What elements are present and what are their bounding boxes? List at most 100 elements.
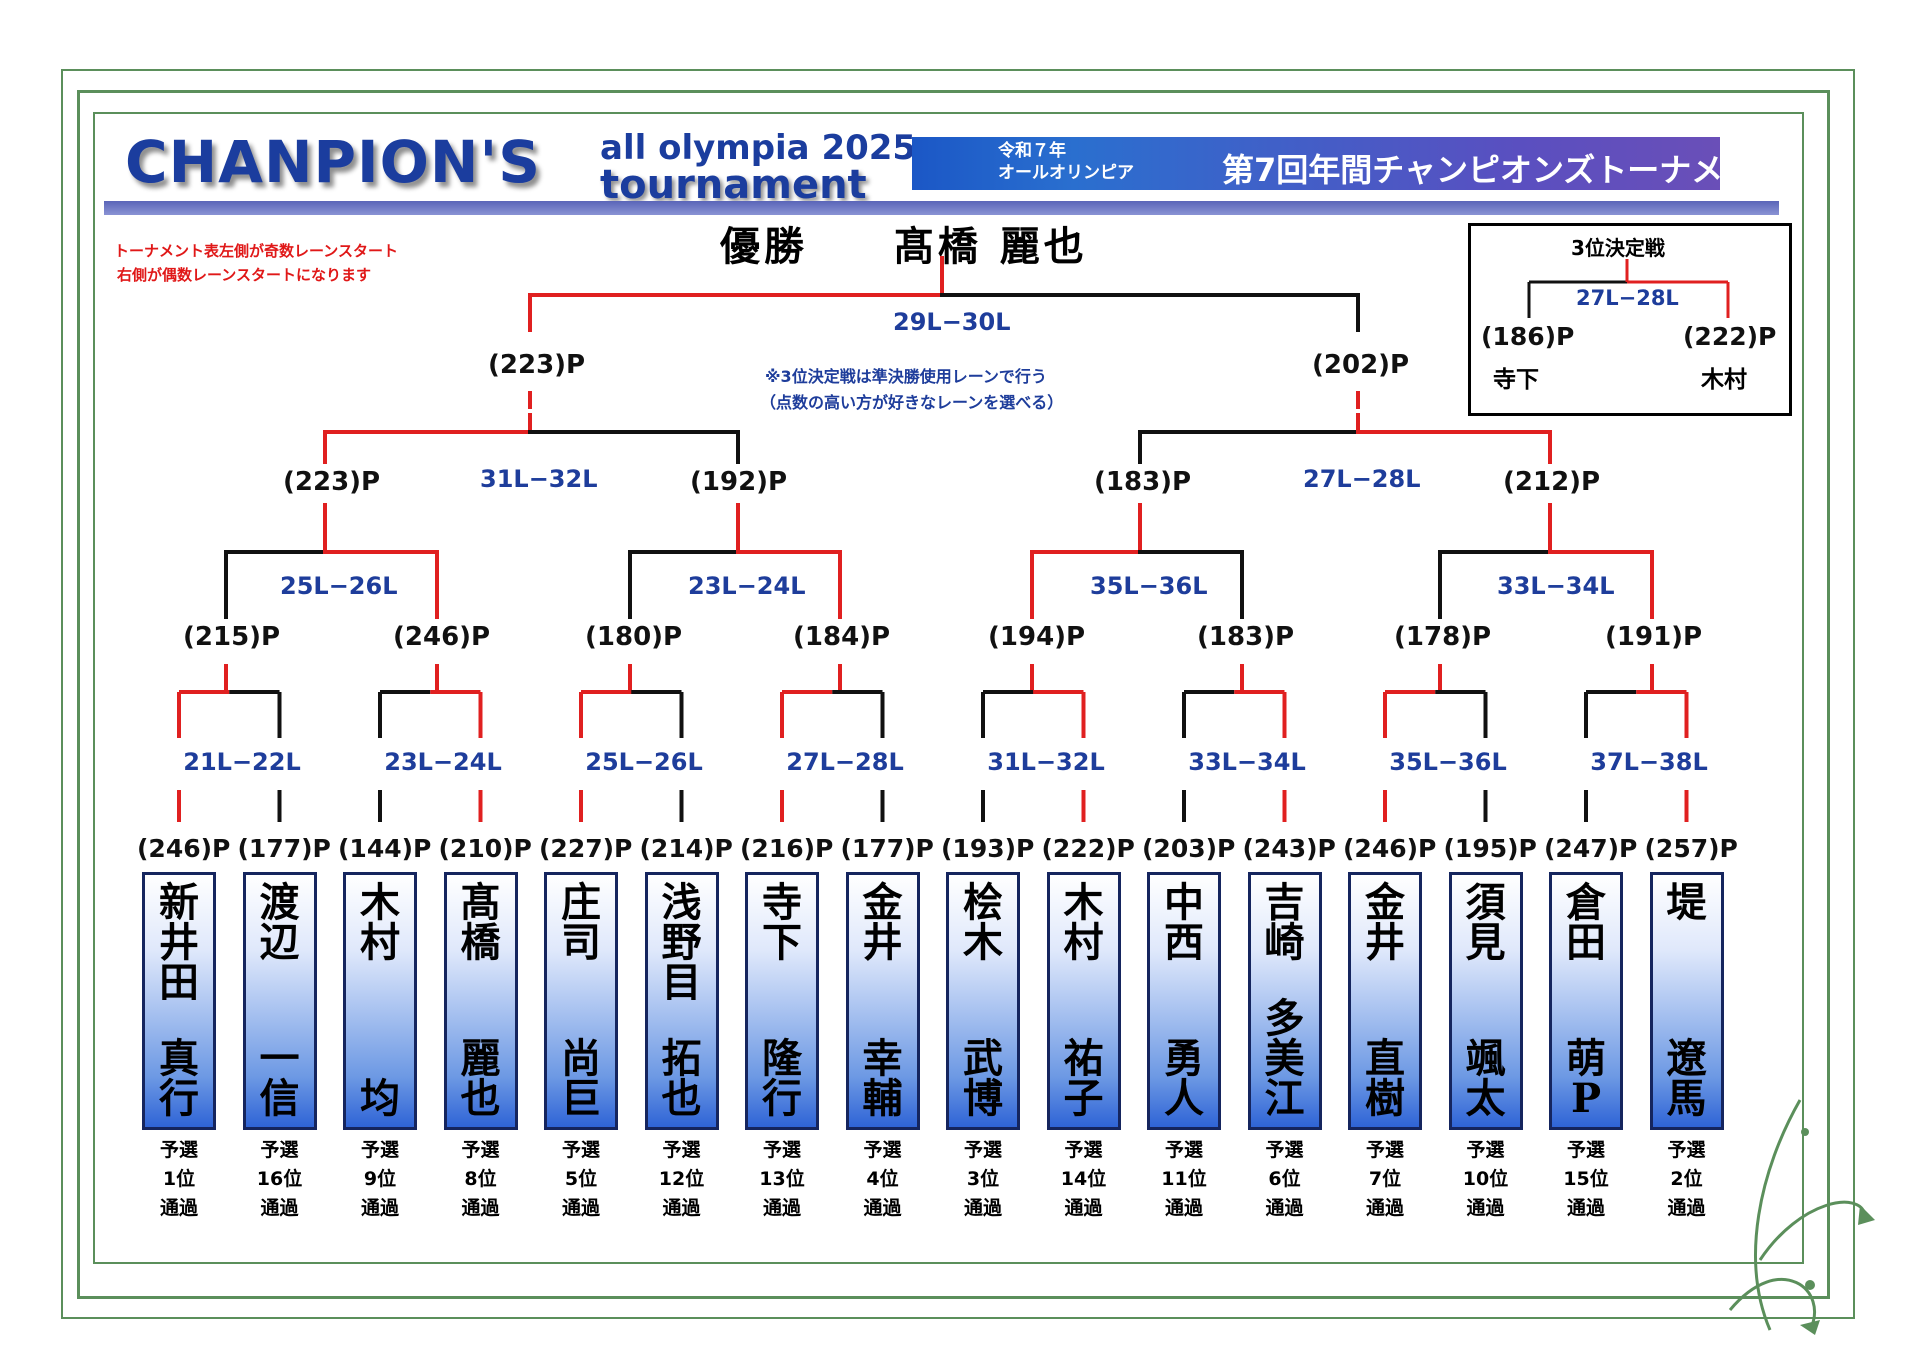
name-char: 均 (360, 1075, 400, 1122)
player-name-plate: 桧木武博 (946, 872, 1020, 1130)
middle-frame (77, 90, 1830, 1299)
qf2-right-score: (184)P (793, 622, 891, 652)
name-char: 巨 (561, 1075, 601, 1122)
name-char: 井 (1365, 919, 1405, 966)
player-name: 渡辺一信 (246, 883, 314, 1119)
name-char: 馬 (1666, 1075, 1707, 1122)
name-char: 金 (1365, 879, 1405, 926)
qf2-left-score: (180)P (585, 622, 683, 652)
qualifier-line: 通過 (1667, 1197, 1706, 1219)
name-char: 遼 (1666, 1035, 1707, 1082)
qualifier-line: 7位 (1368, 1168, 1402, 1190)
qualifier-line: 予選 (1466, 1139, 1505, 1161)
player-name: 堤遼馬 (1653, 883, 1721, 1119)
player-score: (216)P (740, 834, 834, 863)
final-right-score: (202)P (1312, 350, 1410, 380)
qualifier-line: 通過 (1064, 1197, 1103, 1219)
note-left-line1: トーナメント表左側が奇数レーンスタート (114, 242, 398, 260)
round1-lane-label: 27L−28L (786, 748, 904, 776)
name-char: 木 (360, 879, 400, 926)
third-place-left-name: 寺下 (1493, 367, 1539, 393)
name-char: 新 (159, 879, 199, 926)
round1-lane-label: 33L−34L (1188, 748, 1306, 776)
name-char: 崎 (1264, 919, 1305, 966)
name-char: 中 (1164, 879, 1204, 926)
round1-lane-label: 23L−24L (384, 748, 502, 776)
name-char: 吉 (1264, 879, 1305, 926)
qualifier-line: 予選 (159, 1139, 198, 1161)
name-char: 堤 (1666, 879, 1707, 926)
qualifier-line: 通過 (1466, 1197, 1505, 1219)
qf2-lanes: 23L−24L (688, 572, 806, 600)
name-char: 直 (1365, 1035, 1405, 1082)
qualifier-line: 予選 (561, 1139, 600, 1161)
name-char: 須 (1465, 879, 1506, 926)
name-char: 江 (1264, 1075, 1305, 1122)
name-char: 幸 (862, 1035, 903, 1082)
player-name-plate: 庄司尚巨 (544, 872, 618, 1130)
name-char: 田 (159, 959, 199, 1006)
logo: CHANPION'S (125, 128, 541, 196)
qf1-lanes: 25L−26L (280, 572, 398, 600)
qualifier-line: 通過 (561, 1197, 600, 1219)
player-name: 寺下隆行 (748, 883, 816, 1119)
player-name: 桧木武博 (949, 883, 1017, 1119)
qualifier-line: 通過 (159, 1197, 198, 1219)
player-name: 須見颯太 (1452, 883, 1520, 1119)
name-char: P (1570, 1075, 1602, 1122)
name-char: 目 (661, 959, 702, 1006)
player-name-plate: 堤遼馬 (1649, 872, 1724, 1130)
qf3-right-score: (183)P (1197, 622, 1295, 652)
final-left-score: (223)P (488, 350, 586, 380)
player-score: (144)P (338, 834, 432, 863)
name-char: 浅 (661, 879, 702, 926)
qualifier-line: 通過 (1365, 1197, 1404, 1219)
semi-left-right-score: (192)P (690, 467, 788, 497)
qualifier-line: 13位 (759, 1168, 805, 1190)
player-name-plate: 吉崎多美江 (1247, 872, 1322, 1130)
qualifier-line: 4位 (866, 1168, 899, 1190)
qualifier-line: 予選 (762, 1139, 801, 1161)
qf1-left-score: (215)P (183, 622, 281, 652)
qf4-left-score: (178)P (1394, 622, 1492, 652)
qualifier-line: 通過 (963, 1197, 1002, 1219)
name-char: 桧 (963, 879, 1003, 926)
qf4-lanes: 33L−34L (1497, 572, 1615, 600)
player-score: (177)P (840, 834, 934, 863)
semi-left-left-score: (223)P (283, 467, 381, 497)
champion-name: 髙橋 麗也 (893, 223, 1088, 270)
qualifier-line: 通過 (461, 1197, 500, 1219)
name-char: 村 (1063, 919, 1104, 966)
name-char: 祐 (1063, 1035, 1104, 1082)
qualifier-line: 11位 (1161, 1168, 1207, 1190)
champion-label: 優勝 (720, 223, 808, 270)
player-name: 中西勇人 (1150, 883, 1218, 1119)
player-score: (195)P (1443, 834, 1537, 863)
name-char: 輔 (862, 1075, 903, 1122)
player-name-plate: 須見颯太 (1448, 872, 1523, 1130)
name-char: 庄 (561, 879, 601, 926)
banner-small-text: 令和７年 オールオリンピア (998, 141, 1134, 183)
qualifier-line: 通過 (360, 1197, 399, 1219)
player-name-plate: 中西勇人 (1147, 872, 1221, 1130)
round1-lane-label: 25L−26L (585, 748, 703, 776)
third-place-lines (1527, 259, 1730, 318)
name-char: 下 (762, 919, 802, 966)
qualifier-line: 通過 (1566, 1197, 1605, 1219)
name-char: 橋 (460, 919, 501, 966)
qualifier-line: 通過 (1164, 1197, 1203, 1219)
qf1-right-score: (246)P (393, 622, 491, 652)
player-name-plate: 木村祐子 (1046, 872, 1121, 1130)
qualifier-line: 6位 (1268, 1168, 1301, 1190)
player-name: 木村祐子 (1050, 883, 1118, 1119)
name-char: 子 (1063, 1075, 1104, 1122)
third-place-right-score: (222)P (1683, 322, 1777, 351)
player-score: (203)P (1142, 834, 1236, 863)
name-char: 行 (762, 1075, 802, 1122)
